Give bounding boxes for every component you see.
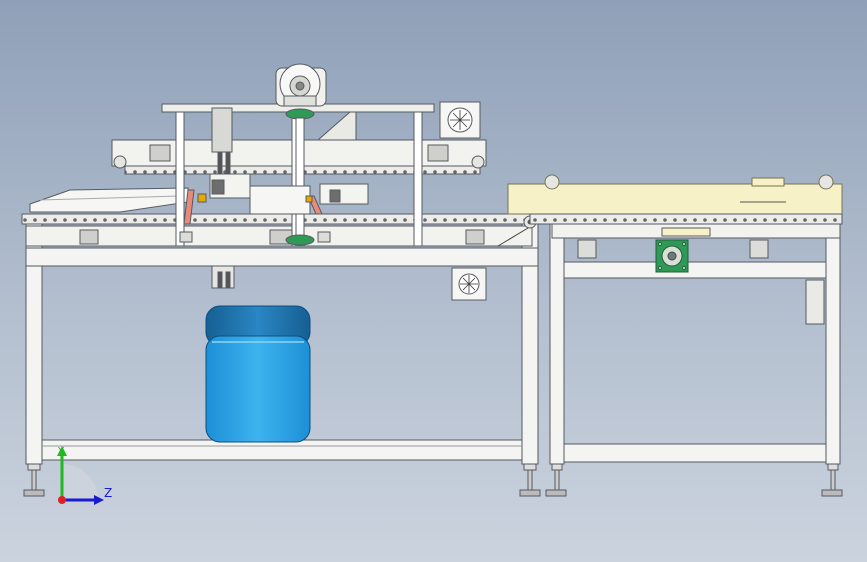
gantry-roller-left bbox=[113, 155, 127, 169]
secondary-lower-beam bbox=[563, 443, 827, 463]
dark-block-right bbox=[329, 189, 341, 203]
discharge-guide bbox=[211, 265, 235, 289]
coordinate-triad: Y Z bbox=[57, 446, 112, 505]
lower-fan-unit bbox=[451, 267, 487, 301]
top-motor-assembly bbox=[275, 63, 327, 247]
y-axis-label: Y bbox=[57, 446, 65, 457]
frame-upper-beam bbox=[25, 247, 539, 267]
secondary-leg-right bbox=[825, 221, 841, 465]
yellow-top-module bbox=[507, 174, 843, 215]
secondary-leg-left bbox=[549, 221, 565, 465]
frame-lower-beam bbox=[41, 439, 523, 461]
red-pusher-arm-left bbox=[183, 189, 195, 225]
gantry-bracket-right bbox=[316, 111, 357, 141]
frame-foot-right bbox=[523, 463, 537, 471]
lower-green-coupling bbox=[285, 234, 315, 246]
secondary-upper-beam bbox=[563, 261, 827, 279]
guide-column-3 bbox=[413, 111, 423, 247]
main-conveyor-bed bbox=[21, 213, 537, 247]
triad-origin bbox=[58, 496, 66, 504]
secondary-conveyor-bed bbox=[529, 213, 843, 259]
sorting-carriage bbox=[179, 173, 369, 246]
secondary-conveyor-frame bbox=[545, 221, 843, 497]
blue-collection-bin bbox=[205, 305, 311, 443]
cylinder-left bbox=[211, 107, 233, 153]
guide-column-1 bbox=[175, 111, 185, 247]
upper-fan-unit bbox=[439, 101, 481, 139]
main-conveyor-frame bbox=[23, 221, 541, 497]
dark-block-left bbox=[211, 179, 225, 195]
z-axis-label: Z bbox=[104, 486, 112, 500]
infeed-chute bbox=[29, 187, 189, 213]
green-gear-motor bbox=[655, 239, 689, 273]
gantry-roller-right bbox=[471, 155, 485, 169]
frame-foot-left bbox=[27, 463, 41, 471]
